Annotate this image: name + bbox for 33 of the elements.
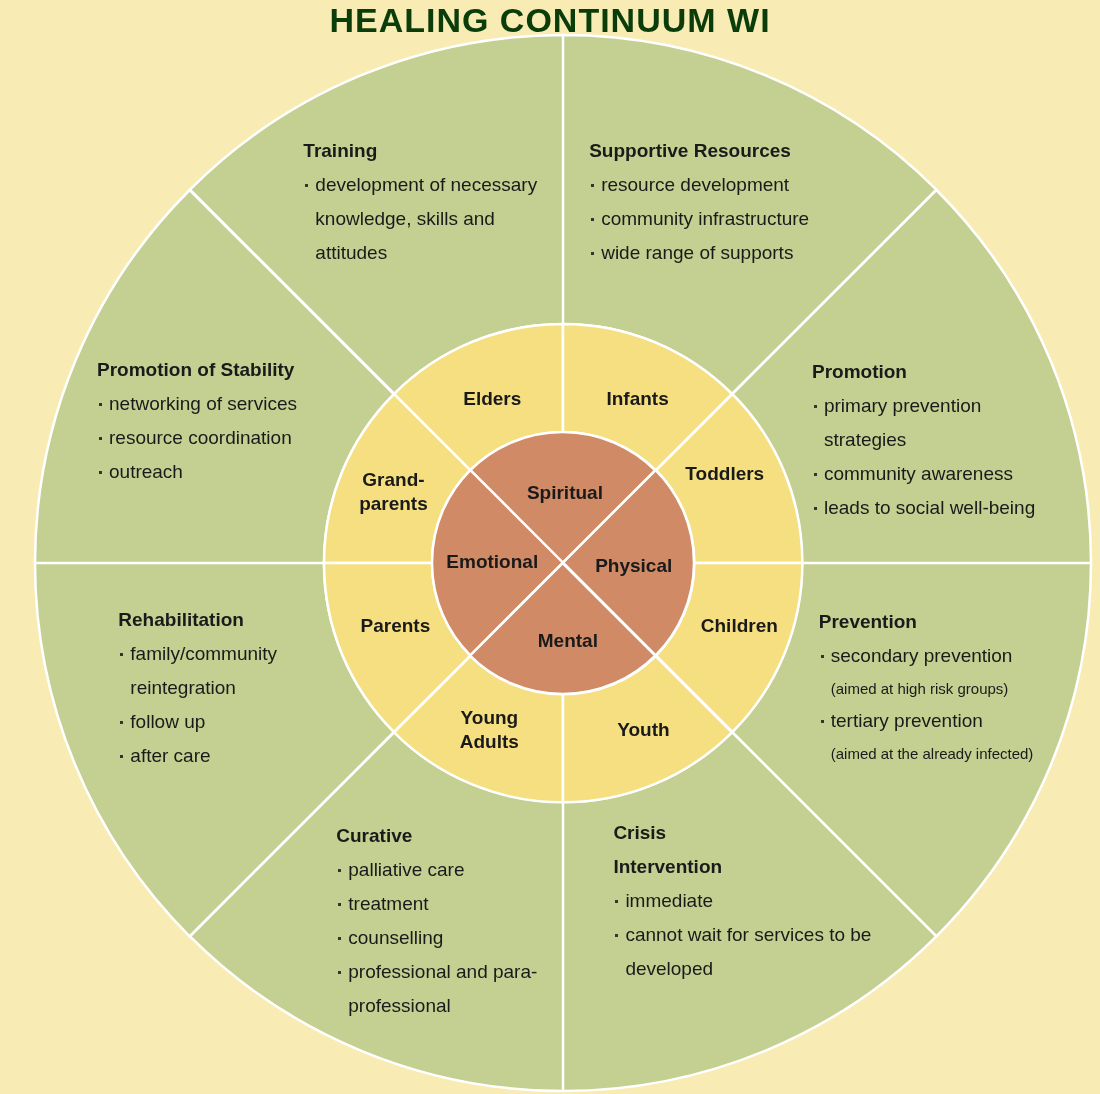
bullet-item: networking of services [97, 386, 367, 421]
bullet-item: follow up [118, 704, 349, 739]
sector-heading: Supportive Resources [589, 138, 792, 163]
bullet-item: after care [118, 738, 349, 773]
life-stage-label: Toddlers [685, 461, 765, 486]
life-stage-label: Infants [606, 387, 669, 412]
bullet-item: community infrastructure [589, 201, 890, 236]
sector-heading: Rehabilitation [118, 607, 245, 632]
life-stage-label: Parents [360, 613, 431, 638]
life-stage-label: Youth [617, 717, 670, 742]
sector-heading: Curative [336, 823, 414, 848]
sector-heading: Training [303, 138, 379, 163]
dimension-label: Spiritual [526, 481, 603, 506]
bullet-item: resource development [589, 167, 890, 202]
sector-heading: Prevention [818, 609, 918, 634]
sector-heading: Promotion of Stability [97, 357, 296, 382]
bullet-item: immediate [613, 883, 894, 918]
bullet-item: development of necessary knowledge, skills and attitudes [303, 167, 564, 270]
note-text: (aimed at the already infected) [829, 743, 1035, 764]
dimension-label: Mental [537, 629, 598, 654]
bullet-item: secondary prevention [818, 638, 1081, 673]
life-stage-label: Young Adults [458, 705, 520, 754]
dimension-label: Physical [595, 553, 673, 578]
heading: HEALING CONTINUUM WI [328, 0, 772, 40]
bullet-item: tertiary prevention [818, 703, 1081, 738]
bullet-item: leads to social well-being [811, 490, 1057, 525]
bullet-item: cannot wait for services to be developed [613, 917, 894, 986]
sector-heading: Promotion [811, 359, 908, 384]
note-text: (aimed at high risk groups) [829, 678, 1010, 699]
life-stage-label: Elders [463, 387, 522, 412]
dimension-label: Emotional [446, 550, 539, 574]
life-stage-label: Children [700, 613, 778, 638]
bullet-item: community awareness [811, 456, 1057, 491]
